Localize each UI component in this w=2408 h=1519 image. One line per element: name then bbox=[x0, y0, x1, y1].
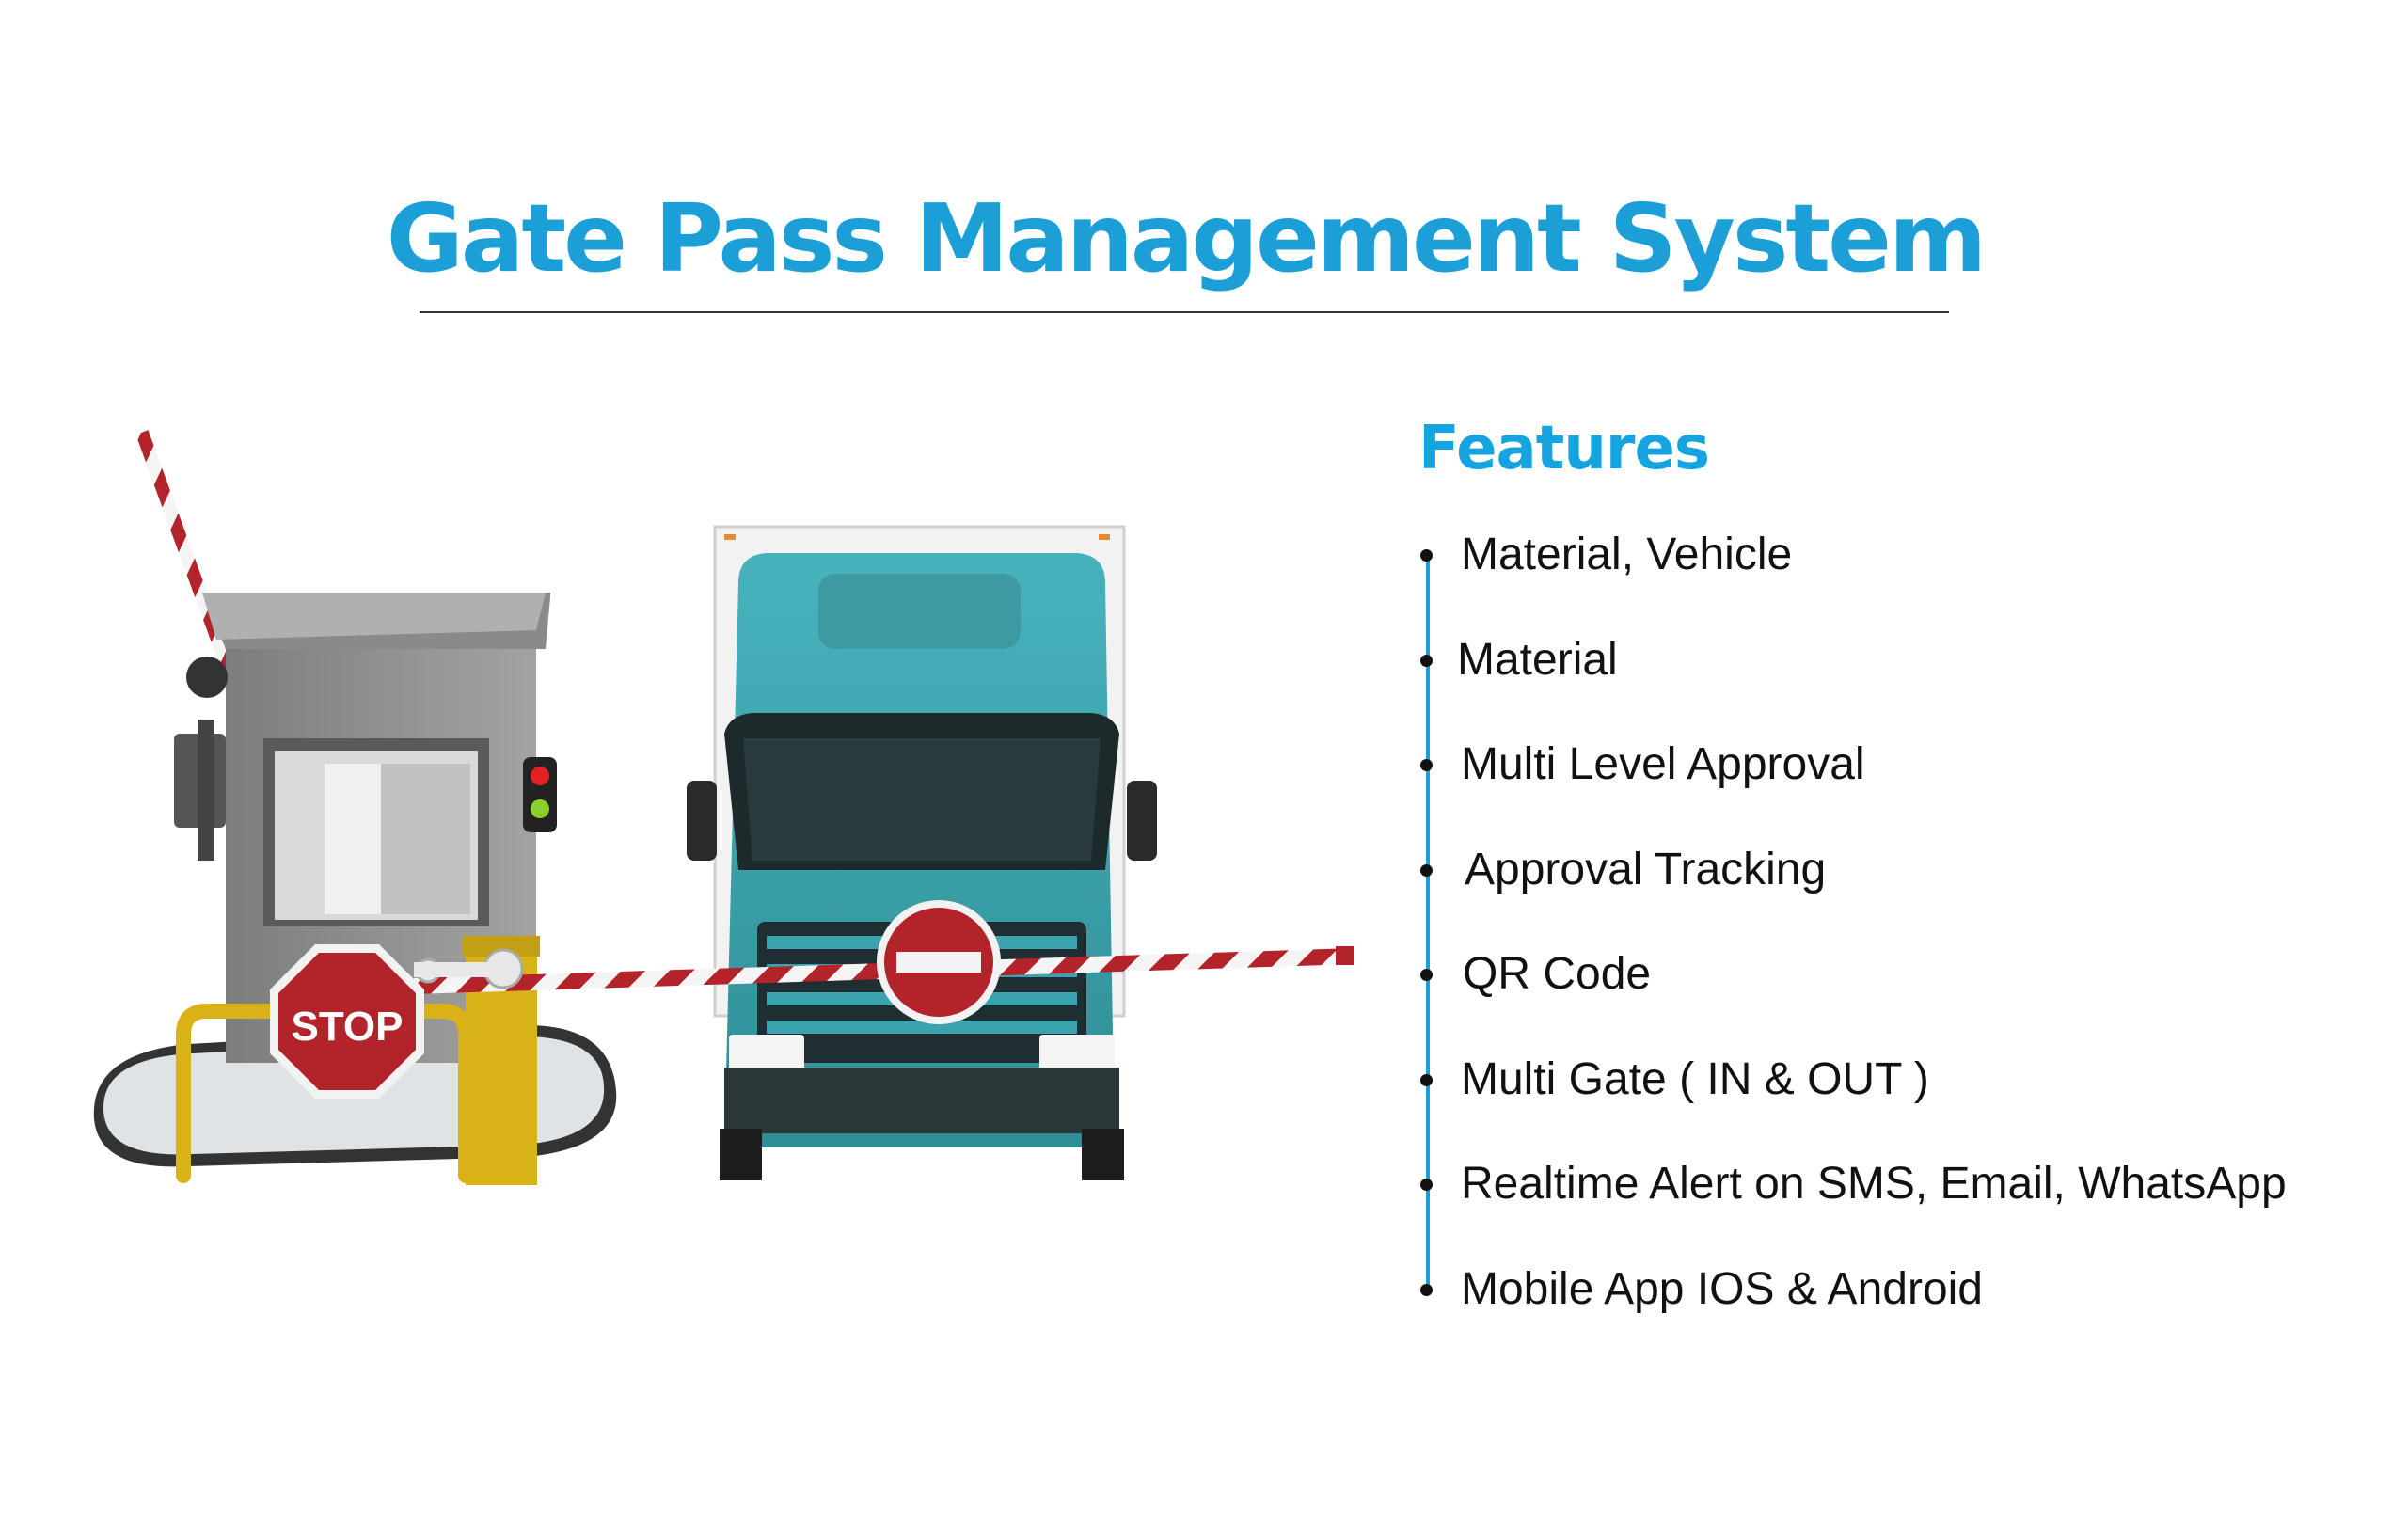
stop-sign: STOP bbox=[270, 944, 424, 1099]
feature-item: Approval Tracking bbox=[1415, 842, 2287, 947]
gate-illustration: STOP bbox=[93, 430, 1354, 1185]
features-timeline-line bbox=[1426, 550, 1430, 1293]
feature-item: Multi Gate ( IN & OUT ) bbox=[1415, 1052, 2287, 1157]
bullet-icon bbox=[1420, 969, 1433, 981]
bullet-icon bbox=[1420, 759, 1433, 771]
feature-item: Mobile App IOS & Android bbox=[1415, 1261, 2287, 1367]
traffic-light bbox=[523, 757, 557, 832]
feature-label: Realtime Alert on SMS, Email, WhatsApp bbox=[1461, 1159, 2287, 1209]
feature-label: Material bbox=[1457, 634, 1618, 685]
feature-label: Material, Vehicle bbox=[1461, 530, 1793, 579]
page-title: Gate Pass Management System bbox=[386, 183, 1987, 293]
feature-label: QR Code bbox=[1463, 949, 1652, 999]
feature-label: Multi Gate ( IN & OUT ) bbox=[1461, 1053, 1929, 1104]
features-list: Material, Vehicle Material Multi Level A… bbox=[1415, 527, 2287, 1366]
feature-label: Approval Tracking bbox=[1465, 844, 1827, 894]
features-heading: Features bbox=[1418, 414, 1710, 483]
stop-sign-text: STOP bbox=[291, 1004, 403, 1050]
title-divider bbox=[420, 311, 1949, 313]
feature-item: Material, Vehicle bbox=[1415, 527, 2287, 632]
feature-item: Multi Level Approval bbox=[1415, 736, 2287, 842]
feature-item: Material bbox=[1415, 632, 2287, 737]
bullet-icon bbox=[1420, 1073, 1433, 1086]
bullet-icon bbox=[1420, 1179, 1433, 1191]
no-entry-sign bbox=[877, 900, 1001, 1024]
bullet-icon bbox=[1420, 1283, 1433, 1296]
truck bbox=[687, 525, 1157, 1180]
feature-label: Mobile App IOS & Android bbox=[1461, 1263, 1983, 1314]
bullet-icon bbox=[1420, 863, 1433, 877]
feature-item: Realtime Alert on SMS, Email, WhatsApp bbox=[1415, 1156, 2287, 1261]
bullet-icon bbox=[1420, 549, 1433, 562]
feature-item: QR Code bbox=[1415, 946, 2287, 1052]
bullet-icon bbox=[1420, 654, 1433, 667]
feature-label: Multi Level Approval bbox=[1461, 739, 1865, 789]
